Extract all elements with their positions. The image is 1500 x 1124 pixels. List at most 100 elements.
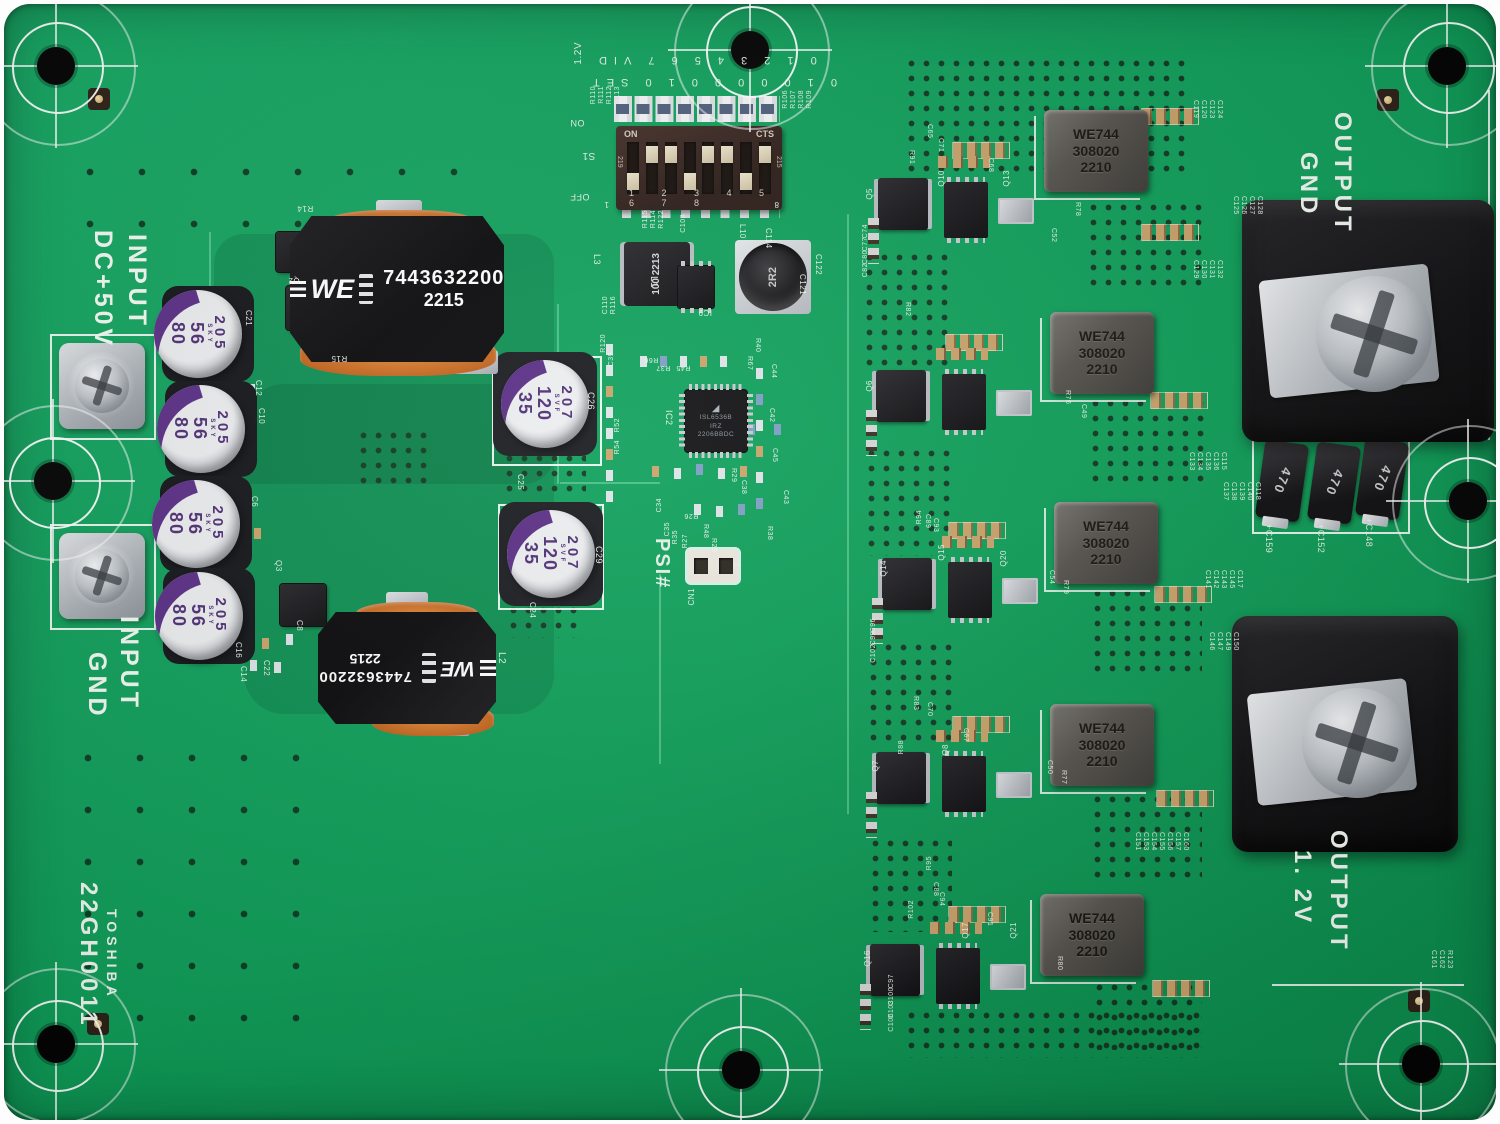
silkscreen-label: C120	[1200, 100, 1207, 119]
output-gnd-value: GND	[1295, 152, 1322, 218]
drill-hole	[1449, 482, 1487, 520]
silkscreen-label: C65	[926, 124, 933, 139]
silk-ring-inner	[697, 1026, 789, 1118]
input-voltage-label: DC+50V	[89, 230, 117, 350]
logo-dots-icon	[422, 653, 436, 683]
phase-driver-ic	[942, 369, 986, 435]
cap-can: 207 SVF 120 35	[501, 360, 589, 448]
silkscreen-label: C114	[764, 228, 773, 249]
silkscreen-label: ON	[570, 118, 585, 128]
phase-mosfet	[878, 178, 928, 230]
silkscreen-label: R110	[590, 86, 597, 105]
silkscreen-label: PSI#	[651, 538, 673, 590]
silkscreen-label: R37	[656, 364, 671, 371]
silkscreen-label: C12	[254, 380, 263, 397]
ic-marking: IRZ	[710, 422, 722, 430]
silkscreen-label: R83	[912, 696, 919, 711]
via-grid	[1086, 200, 1202, 294]
silkscreen-label: L3	[592, 254, 602, 266]
silkscreen-label: R38	[766, 526, 773, 541]
silkscreen-label: C129	[1192, 260, 1199, 279]
terminal-screw	[1302, 688, 1412, 798]
dip-switch-s1: ON CTS 219 215 1 2 3 4 5 6 7 8	[616, 126, 782, 210]
drill-hole	[722, 1051, 760, 1089]
silkscreen-label: C141	[1204, 570, 1211, 589]
silkscreen-label: R113	[614, 86, 621, 105]
silkscreen-label: C26	[586, 392, 596, 411]
silkscreen-label: C128	[1256, 196, 1263, 215]
dip-switch-6	[721, 142, 734, 194]
silkscreen-label: Q5	[865, 188, 874, 200]
silkscreen-label: C34	[656, 498, 663, 513]
dip-switch-3	[664, 142, 677, 194]
silkscreen-label: R115	[642, 210, 649, 229]
ic-logo: ◢	[712, 403, 720, 414]
pcb-board: INPUT DC+50V INPUT GND OUTPUT GND OUTPUT…	[4, 4, 1496, 1120]
silkscreen-label: R91	[908, 150, 915, 165]
cap-code: 207	[558, 385, 576, 423]
cap-capacitance: 56	[187, 603, 208, 629]
inductor-part: 308020	[1078, 736, 1126, 753]
via-grid	[356, 428, 434, 490]
silkscreen-label: Q15	[937, 544, 946, 561]
dip-switch-1	[627, 142, 639, 194]
silkscreen-label: +C148	[1364, 518, 1374, 548]
silkscreen-label: C108	[680, 214, 687, 233]
silkscreen-label: 0 1 2 3 4 5 6 7 VID	[592, 54, 817, 66]
dip-on-label: ON	[624, 129, 638, 139]
cap-capacitance: 56	[189, 416, 210, 442]
silkscreen-label: R26	[684, 512, 699, 519]
silkscreen-label: R109	[806, 90, 813, 109]
silkscreen-label: Q2	[288, 276, 300, 285]
silkscreen-label: C24	[528, 602, 537, 619]
silkscreen-label: Q10	[937, 170, 946, 187]
silkscreen-label: C71	[937, 138, 944, 153]
silkscreen-label: C49	[1080, 404, 1087, 419]
silkscreen-label: C130	[1200, 260, 1207, 279]
silkscreen-label: R108	[798, 90, 805, 109]
silkscreen-label: C134	[1196, 452, 1203, 471]
drill-hole	[37, 47, 75, 85]
silk-ring-inner	[1377, 1020, 1469, 1112]
inductor-body: WE744 308020 2210	[1050, 312, 1154, 394]
cap-voltage: 80	[166, 511, 187, 537]
cap-capacitance: 120	[539, 535, 560, 573]
inductor-lot: 2210	[1076, 943, 1108, 960]
cap-capacitance: 56	[186, 321, 207, 347]
silkscreen-label: L1	[648, 276, 659, 289]
phase-driver-ic	[948, 557, 992, 623]
silkscreen-label: C44	[770, 364, 777, 379]
silkscreen-label: C133	[1188, 452, 1195, 471]
phase-cap-row	[942, 536, 994, 548]
silkscreen-label: IC9	[698, 308, 712, 317]
silkscreen-label: Q17	[961, 922, 970, 939]
phase-driver-ic	[942, 751, 986, 817]
phase-inductor: WE744 308020 2210	[1040, 312, 1154, 402]
phase-inductor: WE744 308020 2210	[1044, 502, 1158, 592]
current-shunt	[990, 964, 1026, 990]
silk-ring-inner	[9, 437, 101, 529]
phase-power-stage	[860, 922, 1028, 1030]
silkscreen-label: C122	[814, 254, 823, 276]
silkscreen-label: C162	[1438, 950, 1445, 969]
cap-marking: 205 SKY 56 80	[155, 572, 243, 660]
silkscreen-label: C102	[870, 644, 877, 663]
inductor-brand: WE744	[1083, 518, 1129, 535]
ceramic-cap-row	[1154, 586, 1212, 603]
silkscreen-label: R27	[682, 534, 689, 549]
logo-dots-icon	[359, 274, 374, 304]
phase-cap-column	[866, 792, 877, 838]
passive-scatter	[606, 344, 613, 355]
silkscreen-label: C153	[1142, 832, 1149, 851]
silkscreen-label: Q8	[941, 744, 950, 756]
silkscreen-label: 1.2V	[573, 42, 584, 65]
silkscreen-label: C70	[926, 702, 933, 717]
current-shunt	[1002, 578, 1038, 604]
silk-ring-inner	[12, 22, 104, 114]
inductor-brand: WE744	[1073, 126, 1119, 143]
via-grid	[904, 1008, 1202, 1058]
output-12v-value: 1. 2V	[1289, 850, 1316, 927]
silkscreen-label: L10	[738, 224, 747, 239]
we-logo: WE	[422, 653, 496, 683]
